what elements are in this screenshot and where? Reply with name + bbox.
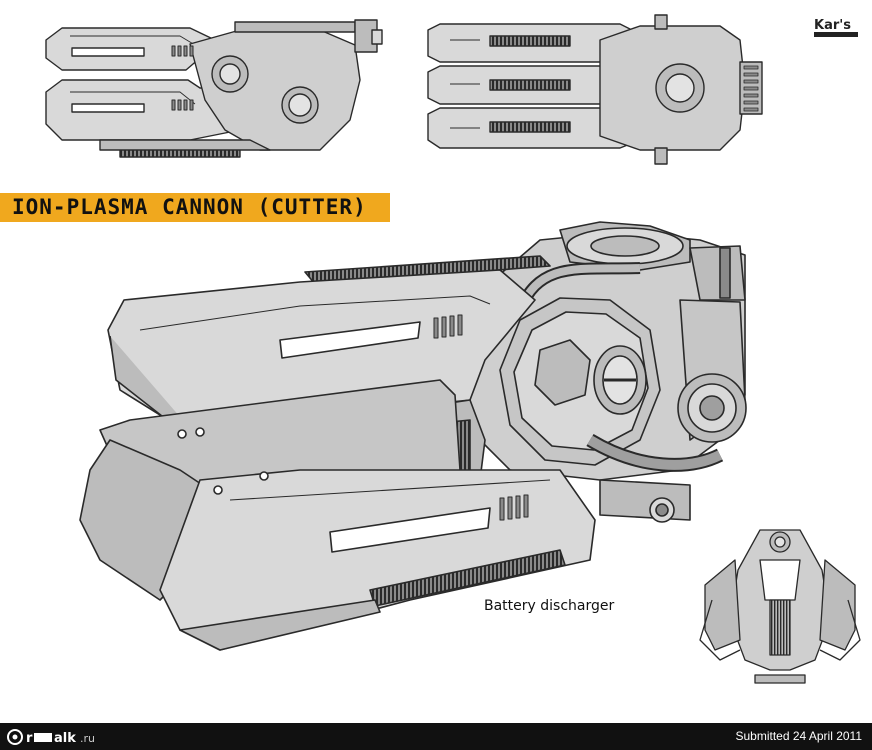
page-title: ION-PLASMA CANNON (CUTTER): [12, 195, 367, 219]
perspective-drawing: [79, 221, 747, 651]
footer-bar: r alk .ru Submitted 24 April 2011: [0, 723, 872, 750]
svg-text:Kar's: Kar's: [814, 18, 851, 33]
site-logo[interactable]: r alk .ru: [6, 727, 124, 747]
svg-text:alk: alk: [54, 731, 76, 746]
svg-text:r: r: [26, 731, 33, 746]
submitted-date: Submitted 24 April 2011: [735, 729, 862, 743]
top-view-drawing: [427, 14, 763, 165]
title-banner: ION-PLASMA CANNON (CUTTER): [0, 193, 390, 222]
rear-view-drawing: [699, 529, 861, 684]
cannon-drawings: [45, 14, 861, 684]
battery-discharger-caption: Battery discharger: [484, 598, 615, 614]
artist-signature: Kar's: [814, 18, 858, 37]
svg-text:.ru: .ru: [80, 732, 95, 745]
side-view-drawing: [45, 19, 383, 158]
